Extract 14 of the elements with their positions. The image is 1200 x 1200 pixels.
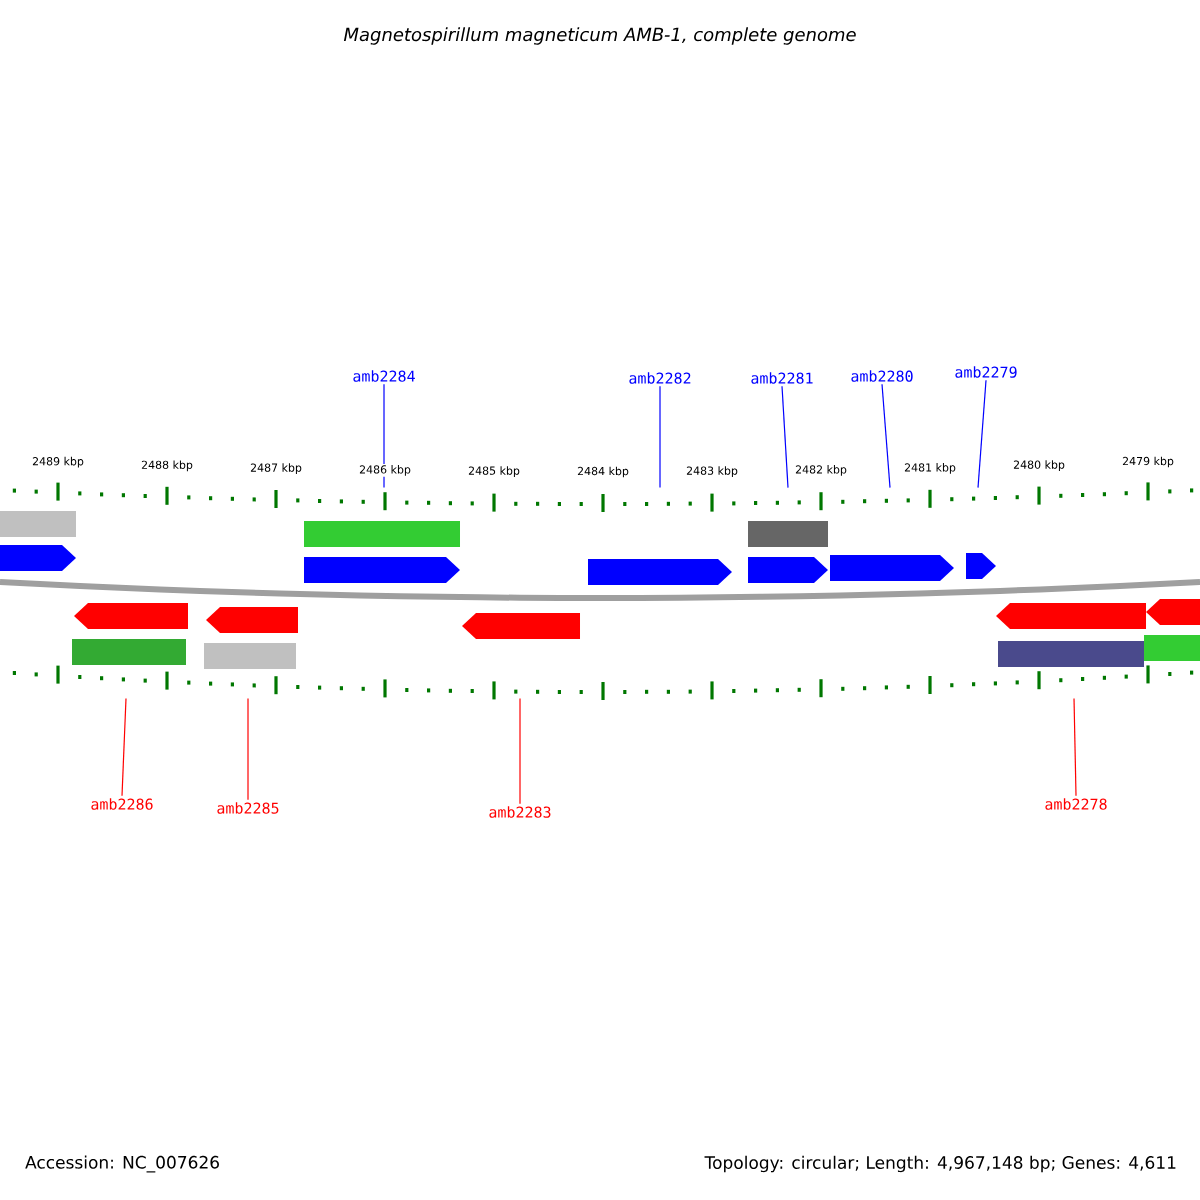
leader-line — [977, 379, 987, 489]
leader-line — [247, 697, 249, 801]
leader-line — [1073, 697, 1077, 797]
scale-ruler — [12, 482, 1194, 512]
genome-info-text: Topology: circular; Length: 4,967,148 bp; Genes: 4,611 — [704, 1155, 1176, 1173]
leader-line — [383, 383, 385, 489]
leader-line — [121, 697, 127, 797]
accession-text: Accession: NC_007626 — [25, 1155, 219, 1173]
leader-line — [659, 385, 661, 489]
scale-ruler — [12, 665, 1194, 700]
leader-line — [519, 697, 521, 805]
leader-line — [881, 383, 891, 489]
leader-line — [781, 385, 789, 489]
title: Magnetospirillum magneticum AMB-1, complete genome — [343, 27, 856, 45]
